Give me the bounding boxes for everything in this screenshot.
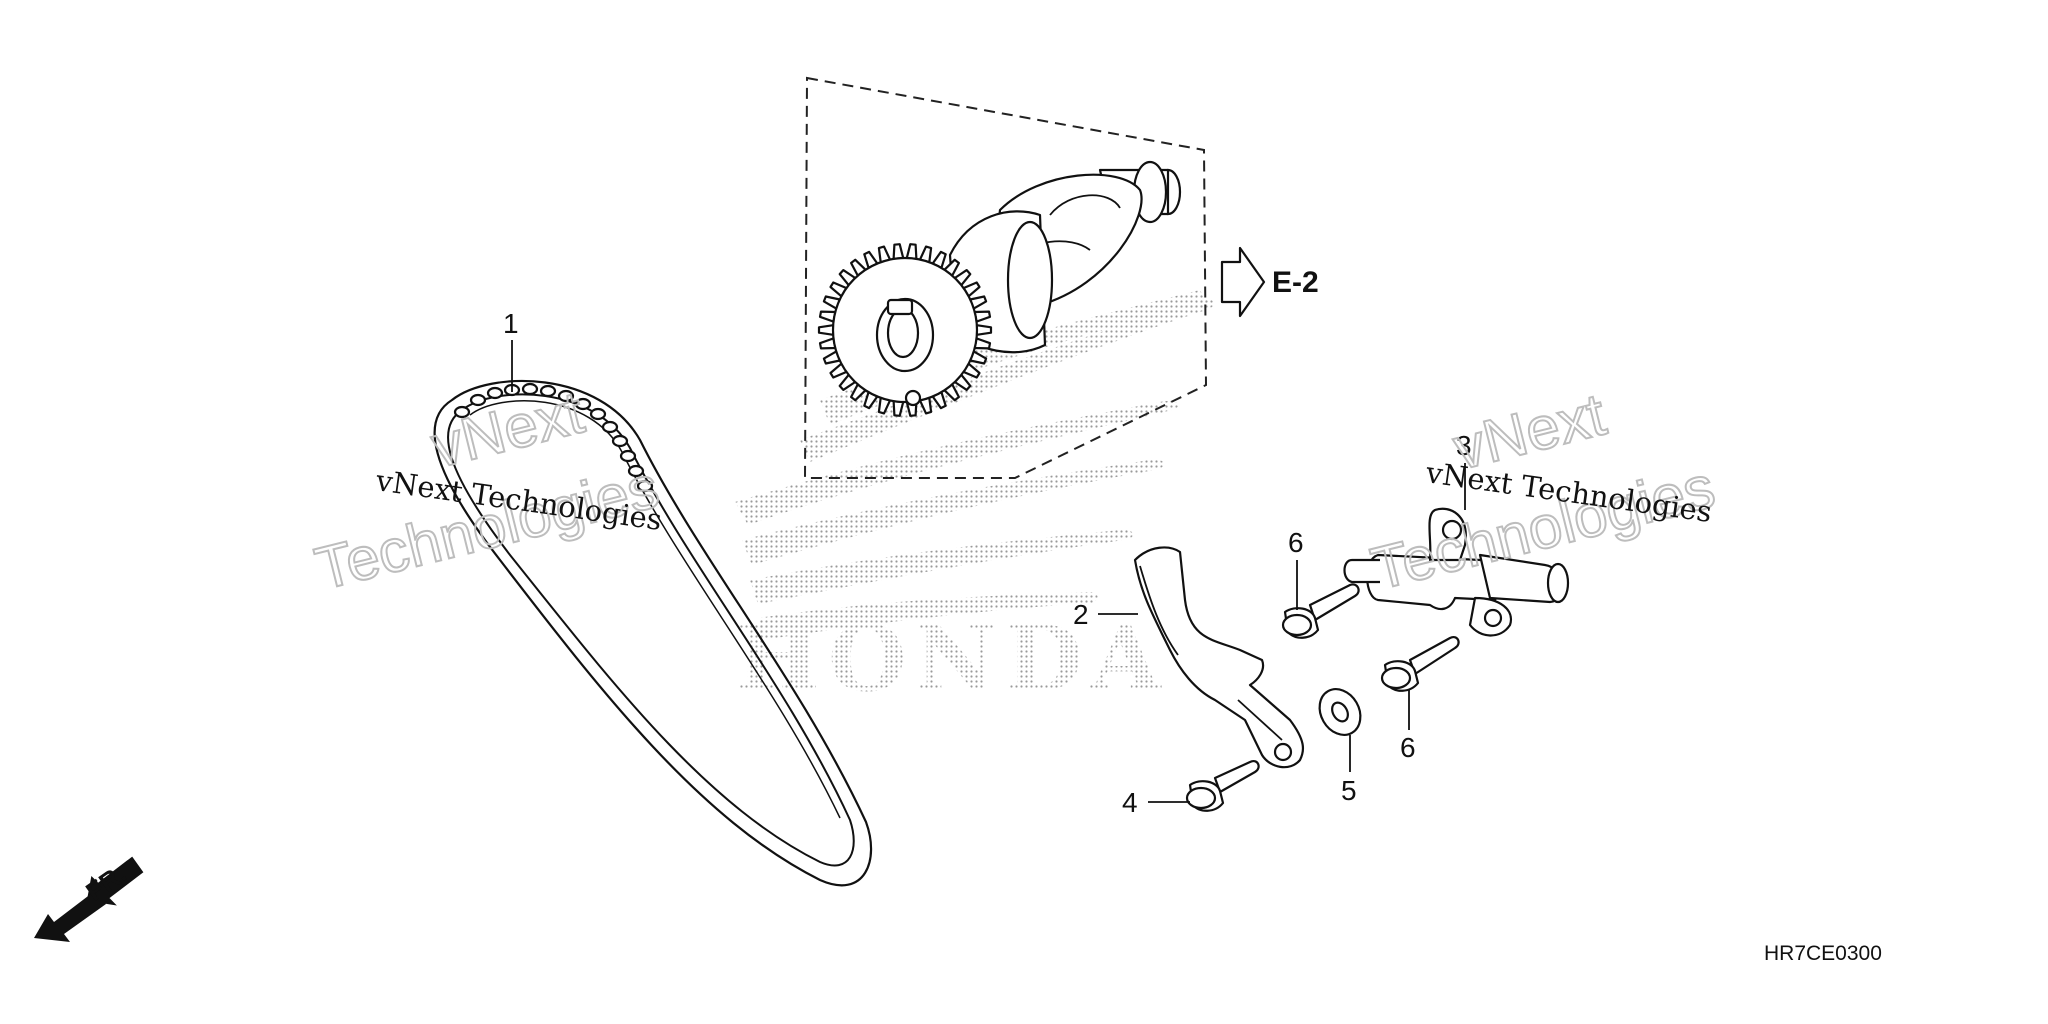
chain-link — [611, 434, 629, 448]
cam-chain-icon — [433, 379, 873, 887]
chain-link — [636, 479, 654, 493]
chain-link — [486, 386, 504, 400]
leader-lines — [511, 340, 1466, 803]
flange-bolt-icon — [1281, 583, 1360, 639]
chain-link — [619, 449, 637, 463]
reference-label: E-2 — [1272, 266, 1319, 299]
chain-link — [627, 464, 645, 478]
chain-link — [539, 384, 557, 398]
reference-arrow: E-2 — [1220, 246, 1319, 318]
chain-link — [521, 382, 539, 396]
sprocket-tooth — [892, 243, 905, 260]
callout-3: 3 — [1456, 430, 1472, 461]
callout-1: 1 — [503, 308, 519, 339]
chain-link — [557, 389, 575, 403]
front-indicator: FR. — [34, 856, 144, 942]
callout-4: 4 — [1122, 787, 1138, 818]
flange-bolt-icon — [1185, 760, 1260, 812]
flange-bolt-icon — [1380, 636, 1460, 692]
sprocket-tooth — [817, 324, 835, 336]
chain-link — [453, 405, 471, 419]
chain-link — [589, 407, 607, 421]
arrow-front-icon — [86, 856, 144, 906]
arrow-front-icon — [34, 890, 106, 942]
callout-6-upper: 6 — [1288, 527, 1304, 558]
callout-5: 5 — [1341, 775, 1357, 806]
honda-wordmark: HONDA — [735, 606, 1169, 712]
chain-link — [601, 420, 619, 434]
callout-6-lower: 6 — [1400, 732, 1416, 763]
sprocket-tooth — [975, 324, 993, 336]
chain-link — [574, 397, 592, 411]
camshaft-icon — [817, 160, 1182, 417]
tensioner-lifter-icon — [1343, 507, 1570, 637]
arrow-right-icon — [1220, 246, 1266, 318]
diagram-code: HR7CE0300 — [1764, 942, 1882, 965]
assembly-boundary — [803, 76, 1208, 479]
washer-icon — [1318, 688, 1362, 736]
honda-logo: HONDA — [735, 290, 1214, 712]
sprocket-tooth — [905, 243, 918, 260]
chain-guide-icon — [1133, 546, 1305, 769]
chain-link — [469, 393, 487, 407]
callout-2: 2 — [1073, 599, 1089, 630]
